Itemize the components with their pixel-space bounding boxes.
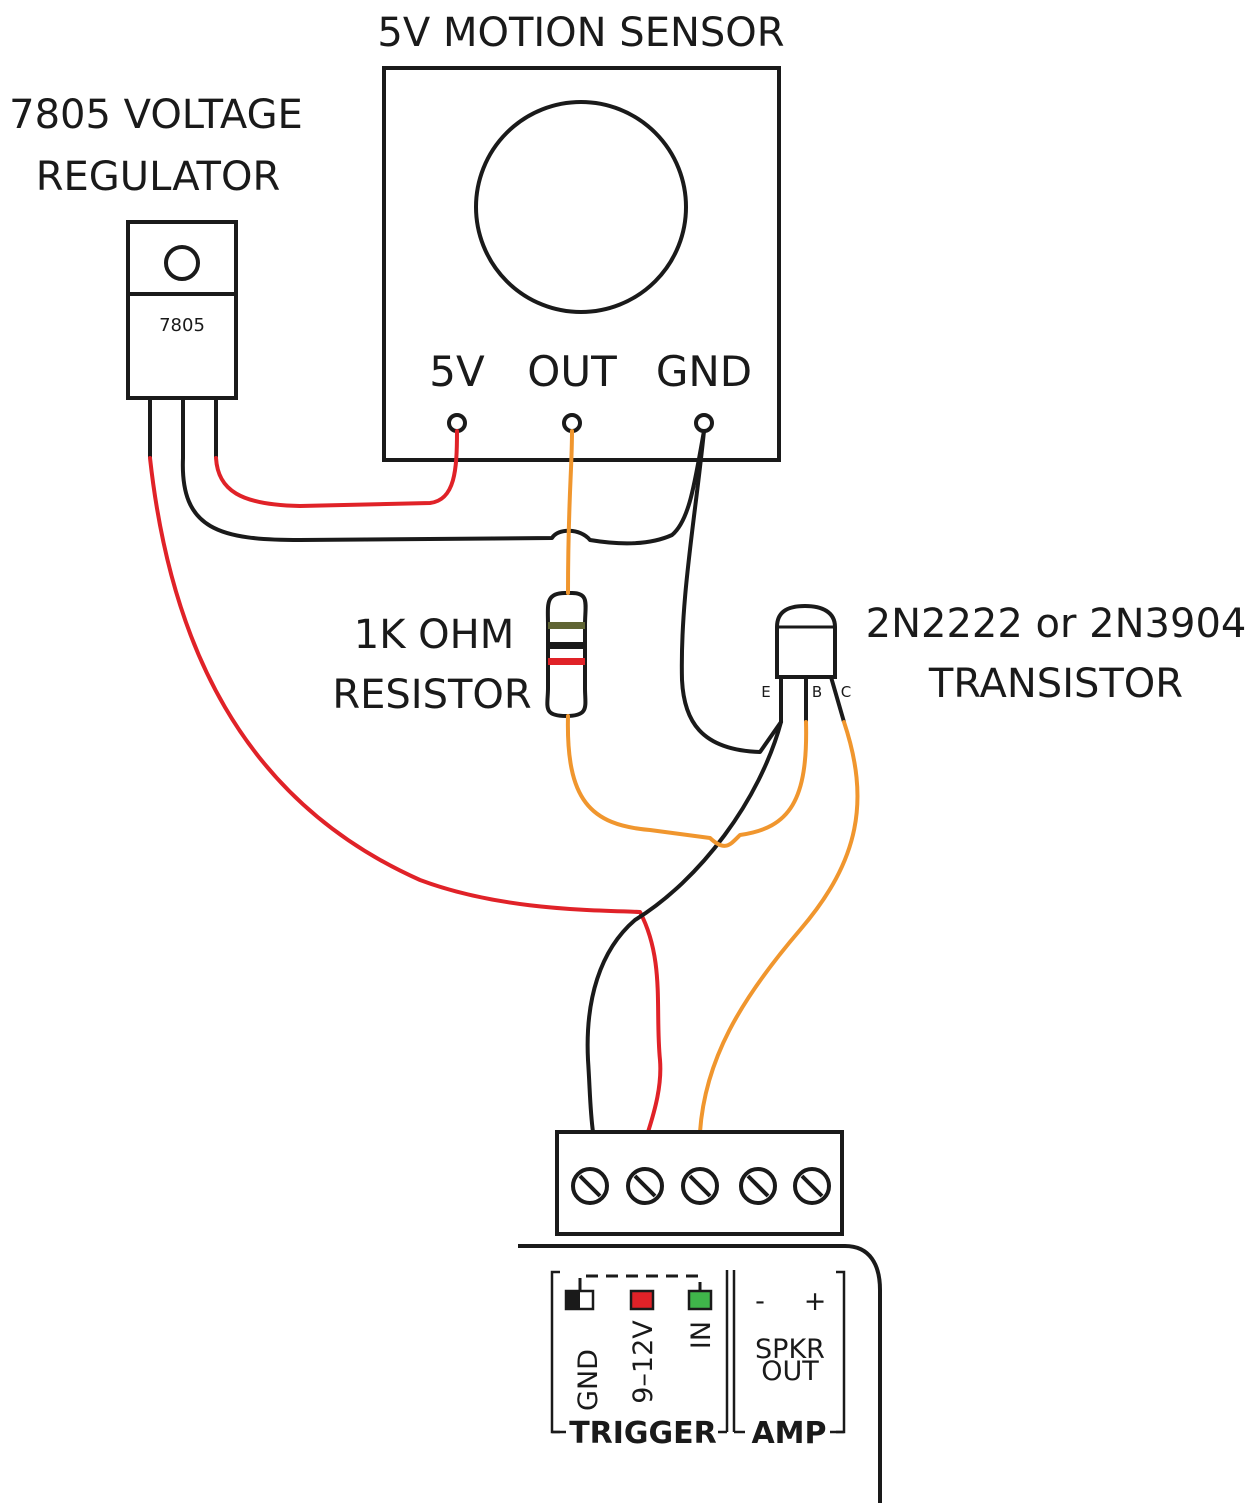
terminal-screw-vin	[626, 1167, 664, 1205]
board-label-amp: AMP	[751, 1416, 826, 1451]
wire-out-to-resistor	[566, 429, 574, 595]
motion-sensor	[382, 66, 781, 462]
terminal-screw-spkr-plus	[793, 1167, 831, 1205]
resistor	[545, 591, 588, 719]
regulator-mount-hole	[164, 245, 200, 281]
transistor-label-line2: TRANSISTOR	[928, 661, 1183, 707]
terminal-block	[555, 1130, 844, 1236]
regulator-title-line2: REGULATOR	[36, 154, 281, 200]
wire-emitter-to-gnd	[585, 720, 783, 1134]
board-outline	[518, 1244, 882, 1503]
board-label-in: IN	[686, 1321, 717, 1349]
transistor-pin-c: C	[841, 683, 851, 701]
board-label-trigger: TRIGGER	[569, 1416, 717, 1451]
resistor-band-3	[548, 658, 585, 665]
sensor-body	[382, 66, 781, 462]
transistor	[775, 603, 846, 723]
in-marker	[687, 1289, 713, 1311]
wire-collector-to-in	[698, 720, 860, 1134]
regulator-title-line1: 7805 VOLTAGE	[9, 92, 303, 138]
voltage-regulator	[126, 220, 238, 458]
gnd-marker-fill	[566, 1291, 580, 1309]
board-markings	[550, 1270, 846, 1434]
wires	[148, 429, 860, 1134]
terminal-screw-spkr-minus	[739, 1167, 777, 1205]
resistor-band-1	[548, 622, 585, 629]
board-label-plus: +	[804, 1286, 827, 1317]
vin-marker	[629, 1289, 655, 1311]
regulator-marking: 7805	[159, 315, 205, 336]
board-label-minus: -	[755, 1286, 765, 1317]
sensor-gnd-terminal	[694, 413, 714, 433]
transistor-pin-b: B	[812, 683, 822, 701]
wire-resistor-to-base	[565, 714, 809, 848]
board-label-spkr: SPKR	[755, 1334, 825, 1365]
resistor-label-line1: 1K OHM	[354, 612, 514, 658]
resistor-label-line2: RESISTOR	[332, 672, 531, 718]
wire-reg-gnd-to-sensor-gnd	[180, 429, 706, 546]
sensor-pin-out-label: OUT	[527, 347, 617, 396]
sensor-lens	[474, 100, 688, 314]
wire-reg-out-to-5v	[214, 429, 459, 508]
terminal-screw-gnd	[571, 1167, 609, 1205]
regulator-body	[126, 220, 238, 400]
sensor-pin-5v-label: 5V	[429, 347, 485, 396]
board-label-vin: 9–12V	[628, 1320, 659, 1404]
board-label-gnd: GND	[573, 1349, 604, 1411]
board-label-spkr-out: OUT	[761, 1356, 819, 1387]
sensor-pin-gnd-label: GND	[656, 347, 752, 396]
wire-reg-in-to-vin	[148, 456, 663, 1134]
terminal-screw-in	[681, 1167, 719, 1205]
sensor-5v-terminal	[447, 413, 467, 433]
sensor-title: 5V MOTION SENSOR	[377, 10, 784, 56]
sensor-out-terminal	[562, 413, 582, 433]
resistor-band-2	[548, 642, 585, 649]
transistor-pin-e: E	[761, 683, 770, 701]
transistor-label-line1: 2N2222 or 2N3904	[866, 601, 1247, 647]
wire-sensor-gnd-to-emitter	[679, 429, 783, 754]
